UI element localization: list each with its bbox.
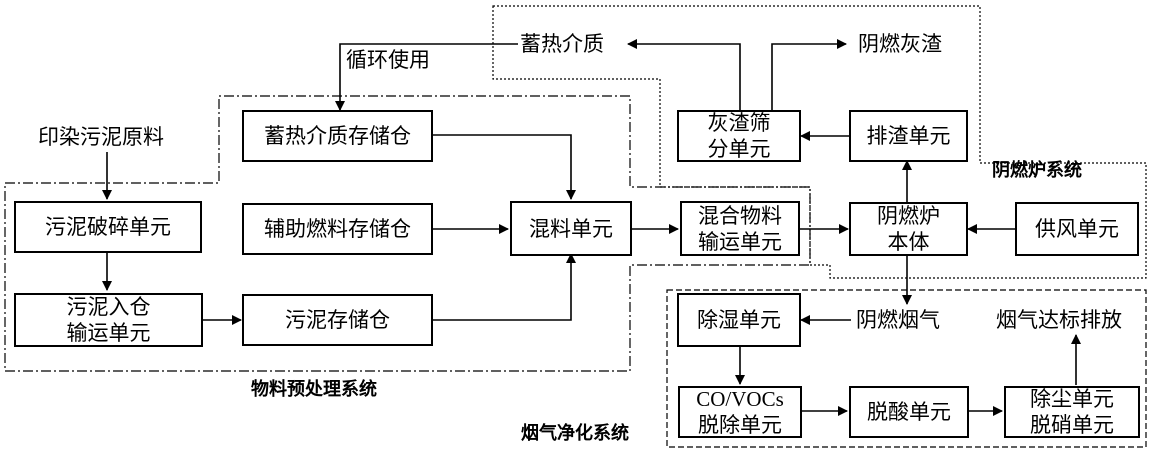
sludge-transport-box: 污泥入仓 输运单元 bbox=[14, 293, 203, 347]
furnace-line2: 本体 bbox=[887, 230, 930, 254]
deacid-text: 脱酸单元 bbox=[867, 400, 951, 424]
aux-fuel-box: 辅助燃料存储仓 bbox=[242, 203, 433, 255]
furnace-system-boundary bbox=[492, 5, 1147, 279]
arrow-screen-to-ash bbox=[771, 39, 847, 110]
dehumid-box: 除湿单元 bbox=[677, 293, 801, 347]
furnace-system-label: 阴燃炉系统 bbox=[992, 160, 1082, 181]
sludge-transport-line1: 污泥入仓 bbox=[66, 295, 151, 319]
recycle-label: 循环使用 bbox=[344, 47, 432, 73]
heat-storage-text: 蓄热介质存储仓 bbox=[264, 124, 411, 148]
heat-storage-box: 蓄热介质存储仓 bbox=[242, 110, 433, 162]
dust-denitration-box: 除尘单元 脱硝单元 bbox=[1004, 386, 1140, 438]
arrow-recycle bbox=[335, 43, 518, 111]
voc-line1: CO/VOCs bbox=[696, 387, 784, 411]
fluegas-system-label: 烟气净化系统 bbox=[521, 423, 629, 444]
mix-transport-line1: 混合物料 bbox=[698, 203, 782, 228]
smolder-ash-label: 阴燃灰渣 bbox=[858, 32, 942, 56]
air-supply-box: 供风单元 bbox=[1015, 202, 1139, 256]
pretreatment-system-label: 物料预处理系统 bbox=[251, 379, 377, 400]
mix-transport-line2: 输运单元 bbox=[698, 229, 782, 254]
sludge-crush-text: 污泥破碎单元 bbox=[45, 215, 171, 239]
mixing-text: 混料单元 bbox=[529, 216, 613, 241]
air-supply-text: 供风单元 bbox=[1035, 217, 1119, 241]
raw-sludge-label: 印染污泥原料 bbox=[38, 125, 164, 149]
voc-removal-box: CO/VOCs 脱除单元 bbox=[678, 386, 802, 438]
furnace-box: 阴燃炉 本体 bbox=[849, 202, 968, 256]
voc-line2: 脱除单元 bbox=[698, 413, 782, 437]
dust-line2: 脱硝单元 bbox=[1030, 413, 1114, 437]
ash-screen-box: 灰渣筛 分单元 bbox=[677, 110, 801, 162]
ash-screen-line2: 分单元 bbox=[707, 137, 771, 161]
mixing-box: 混料单元 bbox=[510, 201, 632, 256]
slag-discharge-text: 排渣单元 bbox=[866, 124, 951, 148]
sludge-storage-box: 污泥存储仓 bbox=[242, 294, 433, 346]
arrow-heat-to-mixing bbox=[432, 134, 576, 200]
ash-screen-line1: 灰渣筛 bbox=[707, 111, 771, 135]
sludge-storage-text: 污泥存储仓 bbox=[285, 308, 390, 332]
arrow-storage-to-mixing bbox=[433, 253, 576, 321]
slag-discharge-box: 排渣单元 bbox=[849, 110, 968, 162]
smolder-fluegas-label: 阴燃烟气 bbox=[856, 308, 940, 332]
sludge-transport-line2: 输运单元 bbox=[66, 321, 151, 345]
aux-fuel-text: 辅助燃料存储仓 bbox=[264, 217, 411, 241]
dust-line1: 除尘单元 bbox=[1030, 387, 1114, 411]
sludge-crush-box: 污泥破碎单元 bbox=[14, 201, 202, 253]
pretreatment-boundary bbox=[4, 95, 811, 372]
dehumid-text: 除湿单元 bbox=[697, 308, 781, 332]
deacid-box: 脱酸单元 bbox=[849, 386, 969, 438]
fluegas-discharge-label: 烟气达标排放 bbox=[996, 308, 1122, 332]
arrow-screen-to-heatmedium bbox=[627, 39, 741, 110]
heat-medium-label: 蓄热介质 bbox=[520, 32, 604, 56]
furnace-line1: 阴燃炉 bbox=[877, 204, 940, 228]
mix-transport-box: 混合物料 输运单元 bbox=[680, 201, 800, 256]
